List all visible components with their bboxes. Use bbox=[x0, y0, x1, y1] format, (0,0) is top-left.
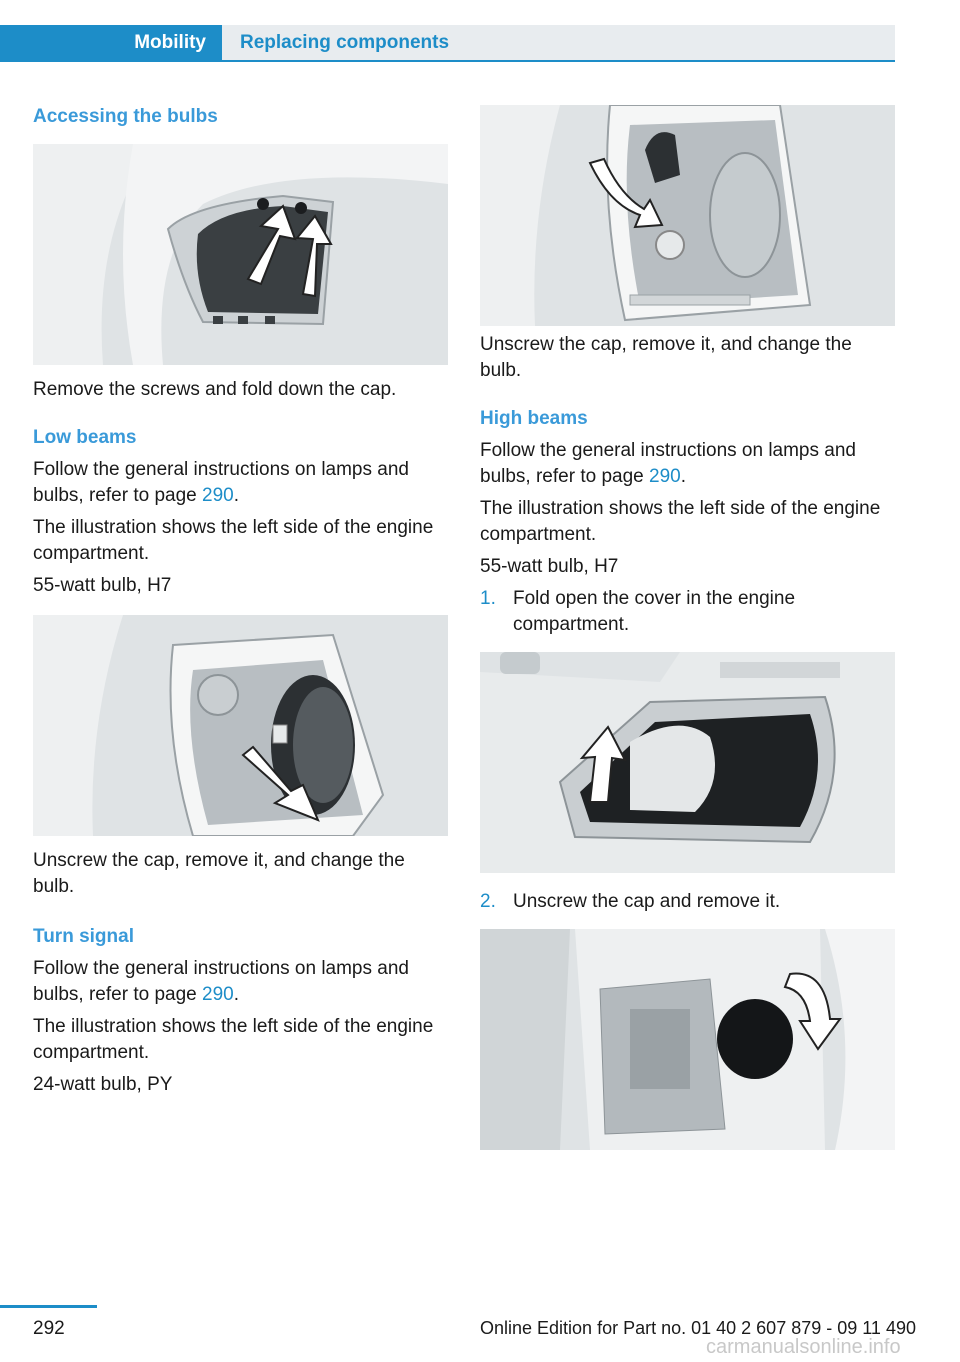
caption-turn-signal: Unscrew the cap, remove it, and change t… bbox=[480, 334, 852, 381]
heading-low-beams: Low beams bbox=[33, 427, 137, 448]
section-tab-mobility[interactable]: Mobility bbox=[0, 25, 222, 60]
high-beams-bulb-spec: 55-watt bulb, H7 bbox=[480, 556, 619, 577]
step-item: 2. Unscrew the cap and remove it. bbox=[480, 889, 895, 915]
caption-access: Remove the screws and fold down the cap. bbox=[33, 379, 397, 400]
heading-accessing-bulbs: Accessing the bulbs bbox=[33, 106, 218, 127]
heading-high-beams: High beams bbox=[480, 408, 588, 429]
heading-turn-signal: Turn signal bbox=[33, 926, 134, 947]
page-link-290[interactable]: 290 bbox=[202, 984, 234, 1005]
caption-low-beam: Unscrew the cap, remove it, and change t… bbox=[33, 850, 405, 897]
page-header: Mobility Replacing components bbox=[0, 0, 895, 62]
left-column: Accessing the bulbs Remove the screws an… bbox=[33, 100, 448, 1098]
figure-engine-cover bbox=[480, 652, 895, 873]
step-number: 1. bbox=[480, 588, 496, 609]
step-number: 2. bbox=[480, 891, 496, 912]
turn-signal-instructions: Follow the general instructions on lamps… bbox=[33, 958, 409, 1005]
step-text: Fold open the cover in the engine compar… bbox=[513, 588, 796, 635]
page-number: 292 bbox=[33, 1318, 65, 1339]
right-column: Unscrew the cap, remove it, and change t… bbox=[480, 105, 895, 1150]
high-beams-instructions: Follow the general instructions on lamps… bbox=[480, 440, 856, 487]
figure-high-beam-cap bbox=[480, 929, 895, 1150]
low-beams-instructions: Follow the general instructions on lamps… bbox=[33, 459, 409, 506]
low-beams-bulb-spec: 55-watt bulb, H7 bbox=[33, 575, 172, 596]
figure-turn-signal-cap bbox=[480, 105, 895, 326]
header-rule bbox=[0, 60, 895, 62]
page-link-290[interactable]: 290 bbox=[202, 485, 234, 506]
low-beams-illustration-note: The illustration shows the left side of … bbox=[33, 517, 434, 564]
page-link-290[interactable]: 290 bbox=[649, 466, 681, 487]
figure-low-beam-cap bbox=[33, 615, 448, 836]
step-item: 1. Fold open the cover in the engine com… bbox=[480, 586, 895, 638]
footer-rule bbox=[0, 1305, 97, 1308]
step-text: Unscrew the cap and remove it. bbox=[513, 891, 781, 912]
edition-note: Online Edition for Part no. 01 40 2 607 … bbox=[480, 1318, 916, 1338]
section-tab-replacing-components[interactable]: Replacing components bbox=[222, 25, 895, 60]
watermark: carmanualsonline.info bbox=[706, 1336, 901, 1358]
high-beams-illustration-note: The illustration shows the left side of … bbox=[480, 498, 881, 545]
figure-bulb-access-cap bbox=[33, 144, 448, 365]
turn-signal-illustration-note: The illustration shows the left side of … bbox=[33, 1016, 434, 1063]
turn-signal-bulb-spec: 24-watt bulb, PY bbox=[33, 1074, 173, 1095]
